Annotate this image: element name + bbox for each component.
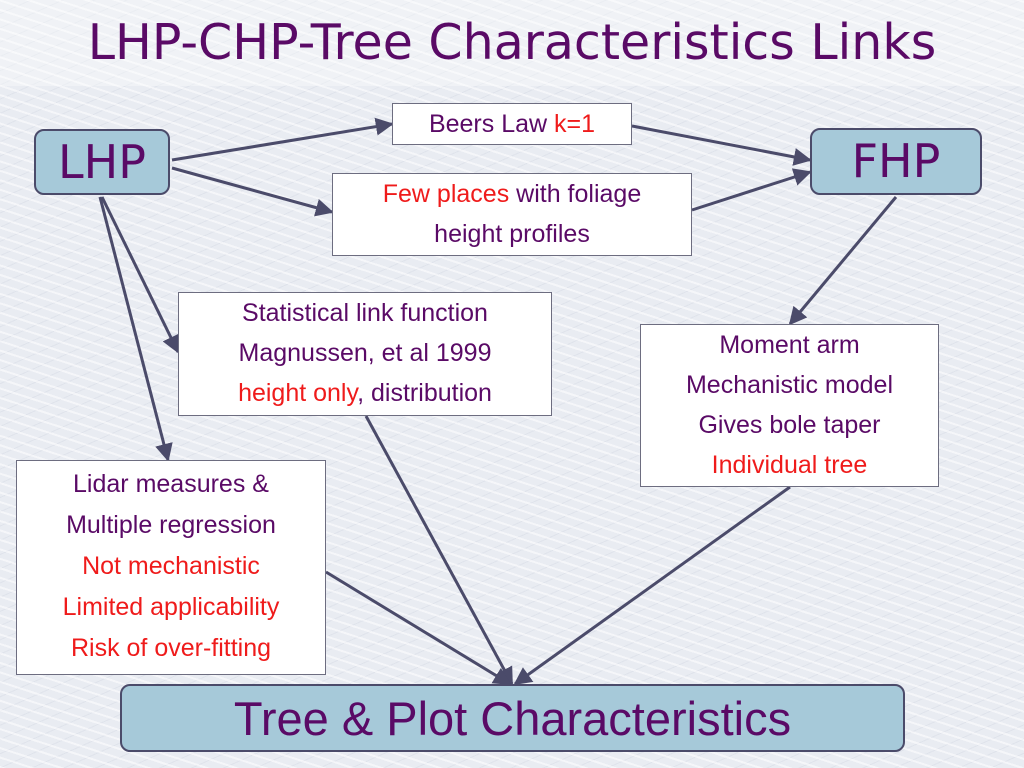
statistical-highlight: height only (238, 379, 358, 407)
node-moment-arm: Moment arm Mechanistic model Gives bole … (640, 324, 939, 487)
edge-few-places-to-fhp (691, 168, 812, 212)
few-places-highlight: Few places (382, 180, 510, 208)
moment-line-4: Individual tree (711, 451, 868, 479)
lidar-line-2: Multiple regression (66, 511, 276, 539)
node-lidar-measures: Lidar measures & Multiple regression Not… (16, 460, 326, 675)
edge-lhp-to-lidar (98, 196, 173, 462)
statistical-line-2: Magnussen, et al 1999 (238, 339, 492, 367)
slide-title: LHP-CHP-Tree Characteristics Links (87, 14, 937, 71)
few-places-line-1: Few places with foliage (333, 174, 691, 214)
lidar-line-1: Lidar measures & (73, 470, 269, 498)
title-band (0, 0, 1024, 86)
node-fhp: FHP (810, 128, 982, 195)
edge-lhp-to-beers (171, 117, 394, 162)
lidar-line-5: Risk of over-fitting (70, 634, 272, 662)
edge-fhp-to-moment (788, 196, 898, 326)
statistical-line-1: Statistical link function (242, 299, 488, 327)
node-few-places: Few places with foliage height profiles (332, 173, 692, 256)
beers-law-text: Beers Law (428, 110, 555, 138)
edge-moment-to-tree-plot (513, 485, 791, 686)
lidar-line-3: Not mechanistic (82, 552, 260, 580)
statistical-line-3: height only, distribution (179, 373, 551, 413)
node-lhp: LHP (34, 129, 170, 195)
node-beers-law: Beers Law k=1 (392, 103, 632, 145)
few-places-line-2: height profiles (434, 220, 590, 248)
few-places-text: with foliage (509, 180, 642, 208)
edge-lhp-to-statistical (100, 196, 180, 354)
edge-lidar-to-tree-plot (325, 570, 512, 686)
node-statistical-link: Statistical link function Magnussen, et … (178, 292, 552, 416)
moment-line-3: Gives bole taper (698, 411, 881, 439)
lidar-line-4: Limited applicability (62, 593, 280, 621)
edge-statistical-to-tree-plot (364, 415, 514, 686)
edge-beers-to-fhp (631, 124, 812, 166)
beers-law-k-value: k=1 (554, 110, 596, 138)
moment-line-2: Mechanistic model (685, 371, 894, 399)
statistical-line-3-rest: , distribution (357, 379, 492, 407)
node-tree-plot-characteristics: Tree & Plot Characteristics (120, 684, 905, 752)
moment-line-1: Moment arm (719, 331, 860, 359)
edge-lhp-to-few-places (171, 166, 334, 217)
